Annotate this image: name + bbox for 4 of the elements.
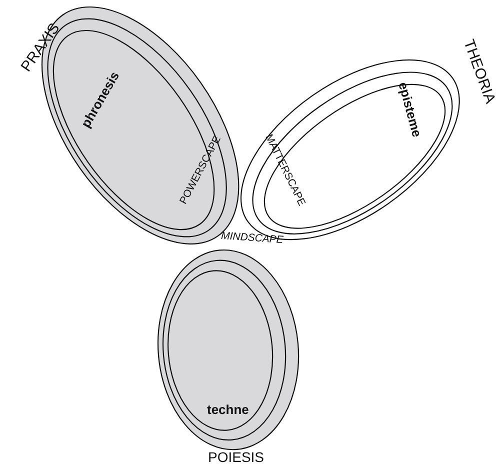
loop-label: episteme [396, 81, 424, 139]
outer-label: POIESIS [208, 450, 264, 464]
crossing-label: MINDSCAPE [220, 230, 284, 246]
loop-label: techne [206, 403, 249, 416]
